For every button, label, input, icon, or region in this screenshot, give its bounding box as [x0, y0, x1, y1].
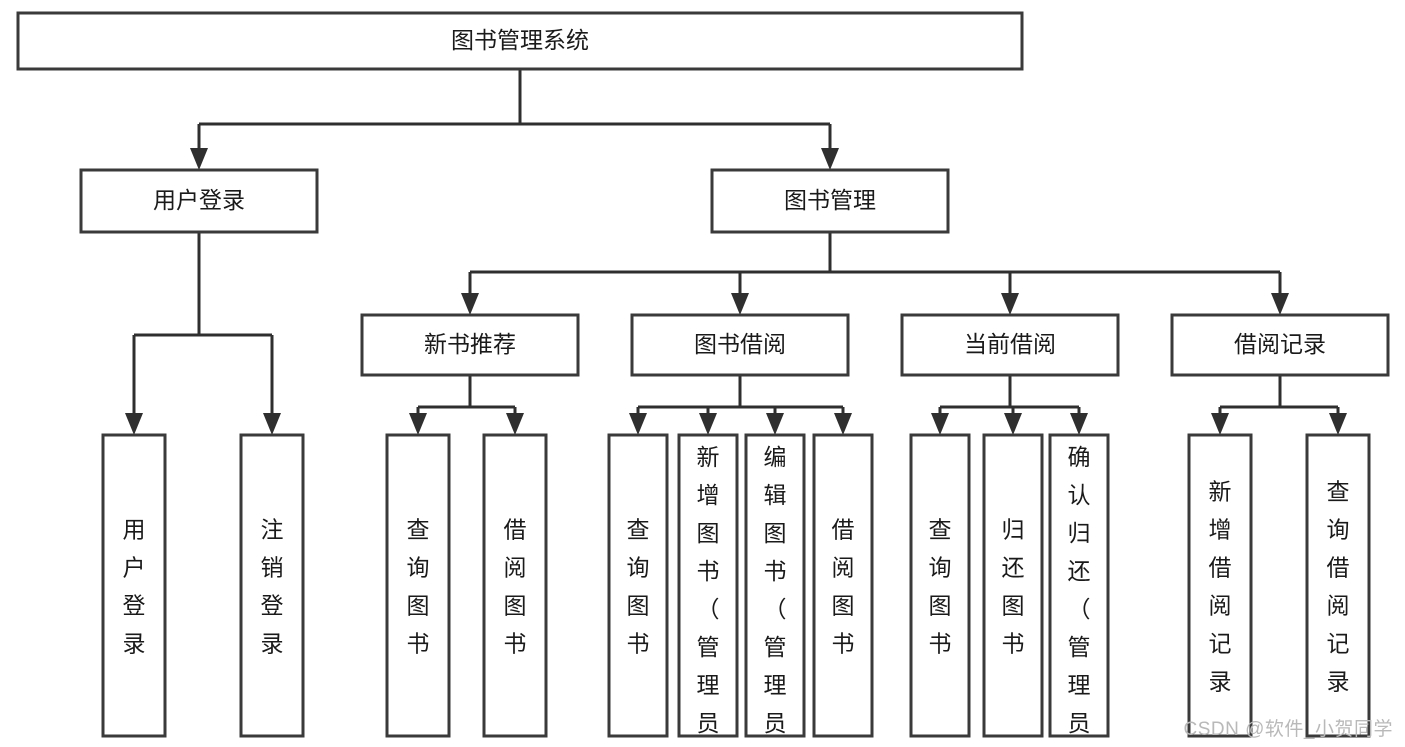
node-leaf-user-logout[interactable]: 注销登录: [239, 433, 305, 738]
leaf-box[interactable]: [607, 433, 669, 738]
arrow-down-icon: [506, 413, 524, 435]
node-label: 用户登录: [153, 187, 245, 213]
leaf-box[interactable]: [677, 433, 739, 738]
arrow-down-icon: [125, 413, 143, 435]
leaf-label: 查询图书: [627, 517, 650, 657]
arrow-down-icon: [1211, 413, 1229, 435]
arrow-down-icon: [629, 413, 647, 435]
node-box[interactable]: [900, 313, 1120, 377]
node-leaf-query-book-3[interactable]: 查询图书: [909, 433, 971, 738]
node-book-manage[interactable]: 图书管理: [710, 168, 950, 234]
leaf-box[interactable]: [982, 433, 1044, 738]
node-box[interactable]: [79, 168, 319, 234]
node-leaf-query-book-2[interactable]: 查询图书: [607, 433, 669, 738]
node-label: 图书管理: [784, 187, 876, 213]
node-borrow-record[interactable]: 借阅记录: [1170, 313, 1390, 377]
arrow-down-icon: [1001, 293, 1019, 315]
leaf-label: 查询图书: [407, 517, 430, 657]
nodes-layer: 图书管理系统用户登录图书管理新书推荐图书借阅当前借阅借阅记录用户登录注销登录查询…: [16, 11, 1390, 747]
node-label: 当前借阅: [964, 331, 1056, 357]
leaf-label: 确认归还（管理员）: [1068, 444, 1091, 747]
arrow-down-icon: [766, 413, 784, 435]
leaf-box[interactable]: [482, 433, 548, 738]
node-label: 借阅记录: [1234, 331, 1326, 357]
connector-bus-book-borrow: [638, 375, 843, 409]
arrow-down-icon: [1070, 413, 1088, 435]
connector-bus-new-book: [418, 375, 515, 409]
node-box[interactable]: [630, 313, 850, 377]
connector-bus-user-login: [134, 232, 272, 337]
arrow-down-icon: [1329, 413, 1347, 435]
arrow-down-icon: [834, 413, 852, 435]
node-leaf-user-login[interactable]: 用户登录: [101, 433, 167, 738]
arrow-down-icon: [699, 413, 717, 435]
leaf-label: 编辑图书（管理员）: [764, 444, 787, 747]
leaf-label: 借阅图书: [832, 517, 855, 657]
leaf-label: 借阅图书: [504, 517, 527, 657]
leaf-box[interactable]: [239, 433, 305, 738]
leaf-label: 新增图书（管理员）: [697, 444, 720, 747]
node-current-borrow[interactable]: 当前借阅: [900, 313, 1120, 377]
node-root-图书管理系统[interactable]: 图书管理系统: [16, 11, 1024, 71]
leaf-box[interactable]: [909, 433, 971, 738]
arrow-down-icon: [1004, 413, 1022, 435]
arrow-down-icon: [409, 413, 427, 435]
leaf-label: 用户登录: [123, 517, 146, 657]
node-book-borrow[interactable]: 图书借阅: [630, 313, 850, 377]
connector-bus-borrow-record: [1220, 375, 1338, 409]
node-leaf-add-record[interactable]: 新增借阅记录: [1187, 433, 1253, 738]
leaf-box[interactable]: [1187, 433, 1253, 738]
node-leaf-return-book[interactable]: 归还图书: [982, 433, 1044, 738]
node-user-login[interactable]: 用户登录: [79, 168, 319, 234]
node-leaf-confirm-return[interactable]: 确认归还（管理员）: [1048, 433, 1110, 747]
node-box[interactable]: [710, 168, 950, 234]
connector-bus-current-borrow: [940, 375, 1079, 409]
arrow-down-icon: [931, 413, 949, 435]
node-leaf-borrow-book-1[interactable]: 借阅图书: [482, 433, 548, 738]
node-leaf-add-book[interactable]: 新增图书（管理员）: [677, 433, 739, 747]
watermark-text: CSDN @软件_小贺同学: [1183, 719, 1393, 740]
node-leaf-edit-book[interactable]: 编辑图书（管理员）: [744, 433, 806, 747]
leaf-box[interactable]: [385, 433, 451, 738]
node-label: 图书管理系统: [451, 27, 589, 53]
connector-bus-root: [199, 69, 830, 126]
node-box[interactable]: [16, 11, 1024, 71]
leaf-box[interactable]: [101, 433, 167, 738]
leaf-box[interactable]: [1048, 433, 1110, 738]
leaf-label: 查询图书: [929, 517, 952, 657]
arrow-down-icon: [190, 148, 208, 170]
arrow-down-icon: [263, 413, 281, 435]
leaf-label: 新增借阅记录: [1209, 479, 1232, 695]
leaf-box[interactable]: [1305, 433, 1371, 738]
node-label: 新书推荐: [424, 331, 516, 357]
node-leaf-query-record[interactable]: 查询借阅记录: [1305, 433, 1371, 738]
node-leaf-query-book-1[interactable]: 查询图书: [385, 433, 451, 738]
leaf-label: 注销登录: [261, 517, 284, 657]
leaf-box[interactable]: [744, 433, 806, 738]
arrow-down-icon: [731, 293, 749, 315]
node-label: 图书借阅: [694, 331, 786, 357]
node-new-book-recommend[interactable]: 新书推荐: [360, 313, 580, 377]
arrow-down-icon: [821, 148, 839, 170]
leaf-label: 查询借阅记录: [1327, 479, 1350, 695]
node-box[interactable]: [1170, 313, 1390, 377]
arrow-down-icon: [461, 293, 479, 315]
leaf-box[interactable]: [812, 433, 874, 738]
connectors-layer: [125, 69, 1347, 435]
node-leaf-borrow-book-2[interactable]: 借阅图书: [812, 433, 874, 738]
connector-bus-book-manage: [470, 232, 1280, 274]
leaf-label: 归还图书: [1002, 517, 1025, 657]
arrow-down-icon: [1271, 293, 1289, 315]
node-box[interactable]: [360, 313, 580, 377]
